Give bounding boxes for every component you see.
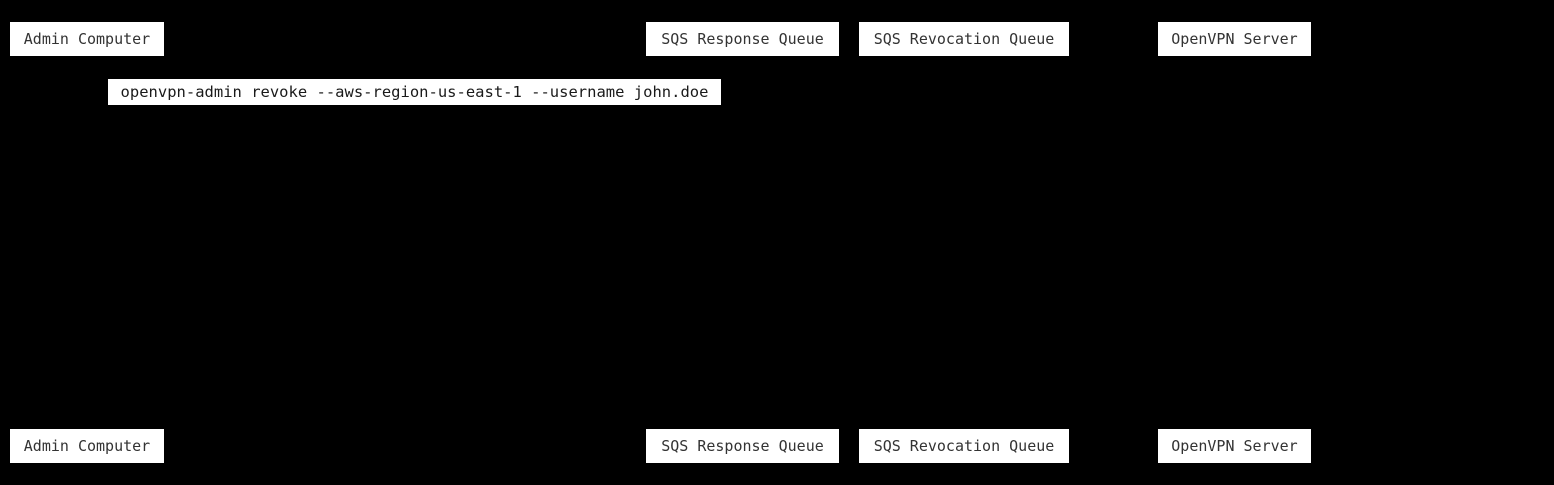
participant-top-openvpn-server: OpenVPN Server: [1158, 22, 1311, 56]
participant-top-sqs-response-queue: SQS Response Queue: [646, 22, 839, 56]
participant-top-admin-computer: Admin Computer: [10, 22, 164, 56]
participant-bottom-admin-computer: Admin Computer: [10, 429, 164, 463]
participant-bottom-openvpn-server: OpenVPN Server: [1158, 429, 1311, 463]
participant-bottom-sqs-response-queue: SQS Response Queue: [646, 429, 839, 463]
participant-bottom-sqs-revocation-queue: SQS Revocation Queue: [859, 429, 1069, 463]
message-label-revoke-command: openvpn-admin revoke --aws-region-us-eas…: [108, 79, 721, 105]
participant-top-sqs-revocation-queue: SQS Revocation Queue: [859, 22, 1069, 56]
